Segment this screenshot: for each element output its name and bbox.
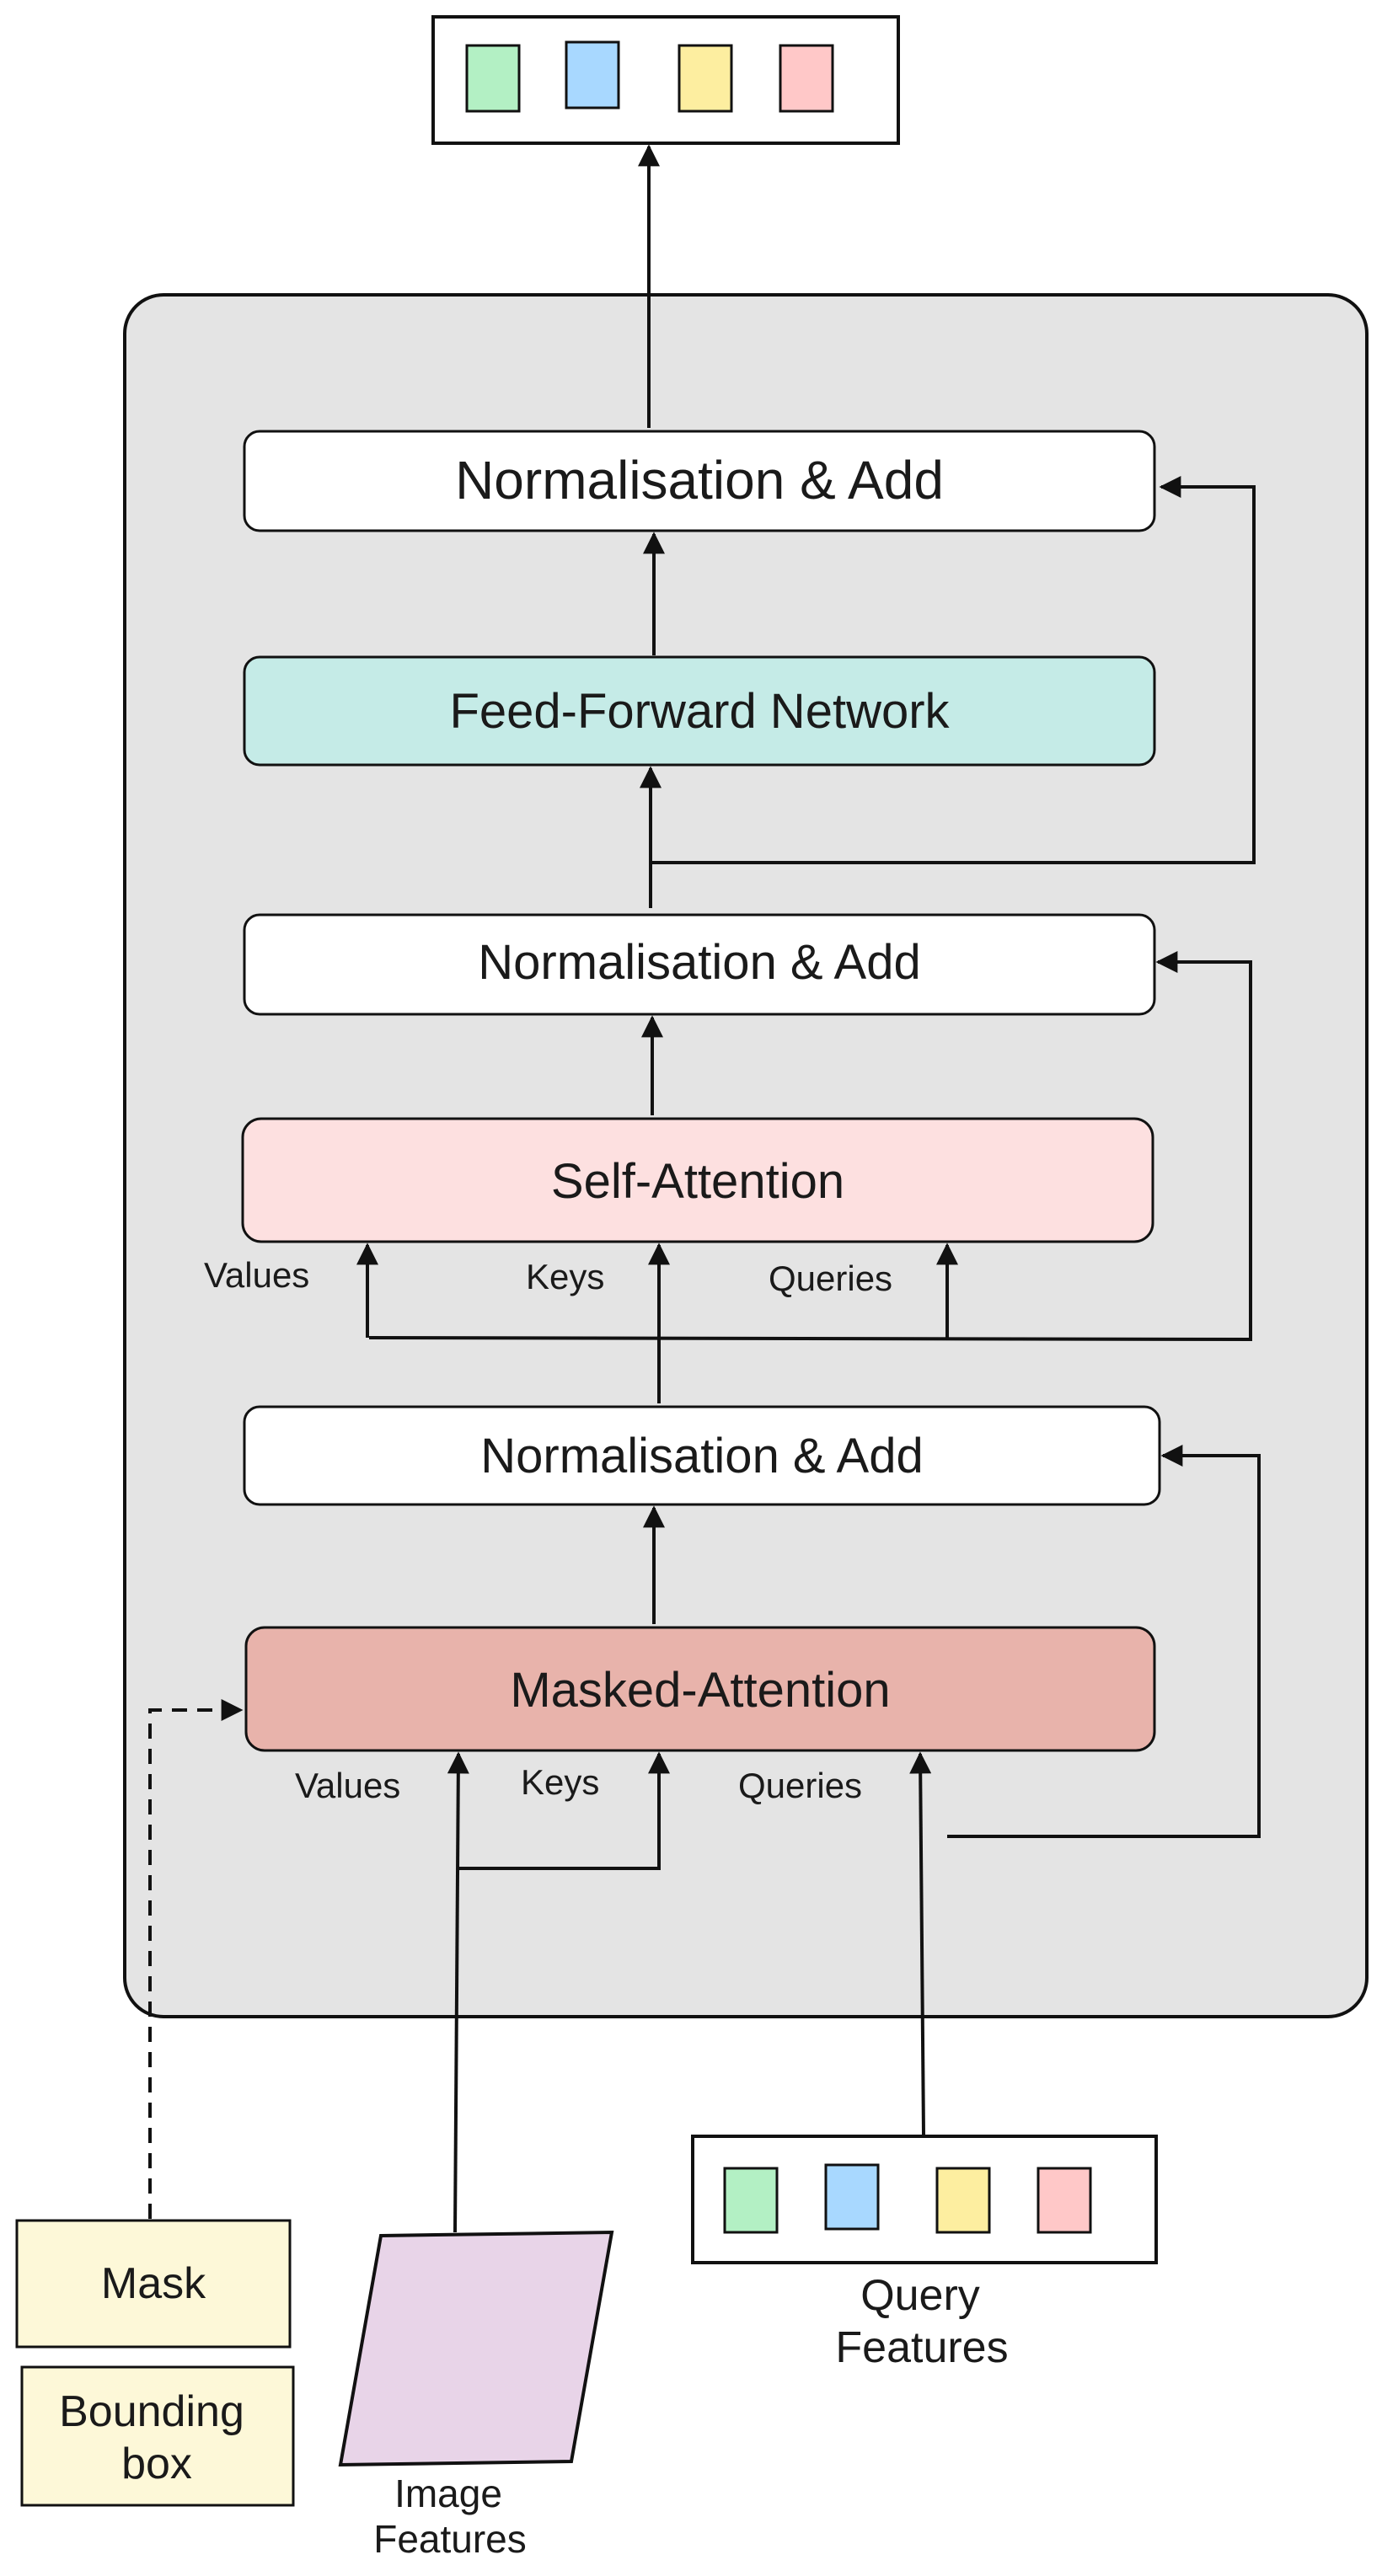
sa-values-label: Values	[204, 1255, 309, 1295]
query-features-label-line2: Features	[835, 2323, 1008, 2372]
norm-add-bottom-box	[243, 1405, 1161, 1506]
arrow-ma-values	[447, 1751, 469, 2233]
mask-dashed-connector	[148, 1699, 244, 2219]
output-token-pink	[779, 44, 834, 113]
ma-keys-label: Keys	[521, 1762, 599, 1802]
residual-ffn	[651, 476, 1256, 864]
ffn-box	[243, 655, 1156, 767]
ma-queries-label: Queries	[738, 1766, 862, 1805]
output-token-blue	[565, 40, 620, 110]
query-token-yellow	[935, 2167, 991, 2234]
self-attention-label: Self-Attention	[551, 1154, 844, 1209]
mask-box	[15, 2219, 292, 2349]
norm-add-top-label: Normalisation & Add	[455, 450, 944, 510]
output-token-green	[465, 44, 521, 113]
sa-queries-label: Queries	[769, 1259, 892, 1298]
sa-input-bus	[368, 951, 1252, 1342]
arrow-ma-queries	[909, 1751, 932, 2135]
image-features-label-line1: Image	[394, 2472, 502, 2515]
norm-add-bottom-label: Normalisation & Add	[480, 1429, 923, 1483]
output-token-yellow	[678, 44, 733, 113]
norm-add-mid-box	[243, 913, 1156, 1016]
query-token-pink	[1036, 2167, 1092, 2234]
residual-query	[947, 1445, 1261, 1838]
bounding-box-label-line2: box	[121, 2440, 192, 2488]
sa-keys-label: Keys	[526, 1257, 604, 1296]
image-features-label-line2: Features	[373, 2517, 527, 2561]
norm-add-top-box	[243, 430, 1156, 532]
query-token-blue	[824, 2163, 880, 2231]
image-features-shape	[338, 2230, 614, 2467]
masked-attention-label: Masked-Attention	[510, 1663, 890, 1718]
bounding-box-box	[20, 2365, 295, 2507]
ffn-label: Feed-Forward Network	[449, 684, 950, 739]
query-token-green	[723, 2167, 779, 2234]
masked-attention-box	[244, 1626, 1156, 1752]
query-features-label-line1: Query	[860, 2271, 980, 2320]
self-attention-box	[241, 1117, 1154, 1243]
arrow-ma-keys	[457, 1751, 670, 1870]
mask-label: Mask	[101, 2259, 206, 2308]
ma-values-label: Values	[295, 1766, 400, 1805]
norm-add-mid-label: Normalisation & Add	[478, 935, 920, 990]
bounding-box-label-line1: Bounding	[59, 2387, 244, 2436]
